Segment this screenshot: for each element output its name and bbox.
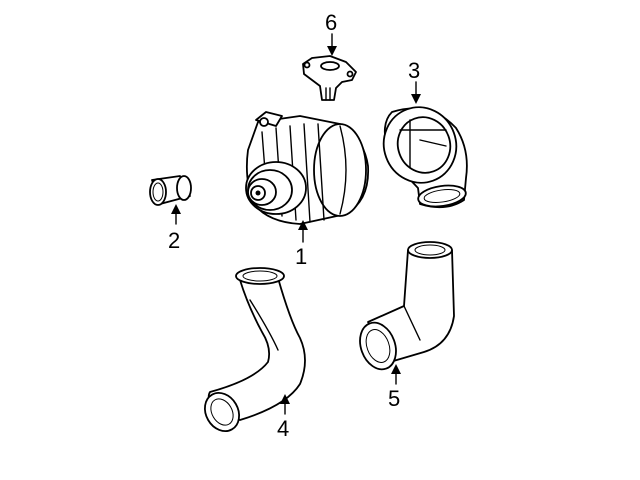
callout-6-leader <box>327 33 337 56</box>
callout-3-leader <box>411 81 421 104</box>
callout-2-leader <box>171 204 181 225</box>
callout-5: 5 <box>388 386 400 411</box>
callout-5-leader <box>391 364 401 385</box>
air-duct-elbow-icon[interactable] <box>373 97 468 209</box>
callout-4: 4 <box>277 416 289 441</box>
callout-1: 1 <box>295 244 307 269</box>
elbow-hose-icon[interactable] <box>354 241 455 374</box>
voltage-regulator-icon[interactable] <box>302 55 357 101</box>
callout-2: 2 <box>168 228 180 253</box>
callout-6: 6 <box>325 10 337 35</box>
callout-1-leader <box>298 220 308 243</box>
air-hose-icon[interactable] <box>198 267 306 437</box>
callout-4-leader <box>280 394 290 415</box>
callout-3: 3 <box>408 58 420 83</box>
bushing-icon[interactable] <box>149 175 192 206</box>
alternator-icon[interactable] <box>245 111 369 225</box>
